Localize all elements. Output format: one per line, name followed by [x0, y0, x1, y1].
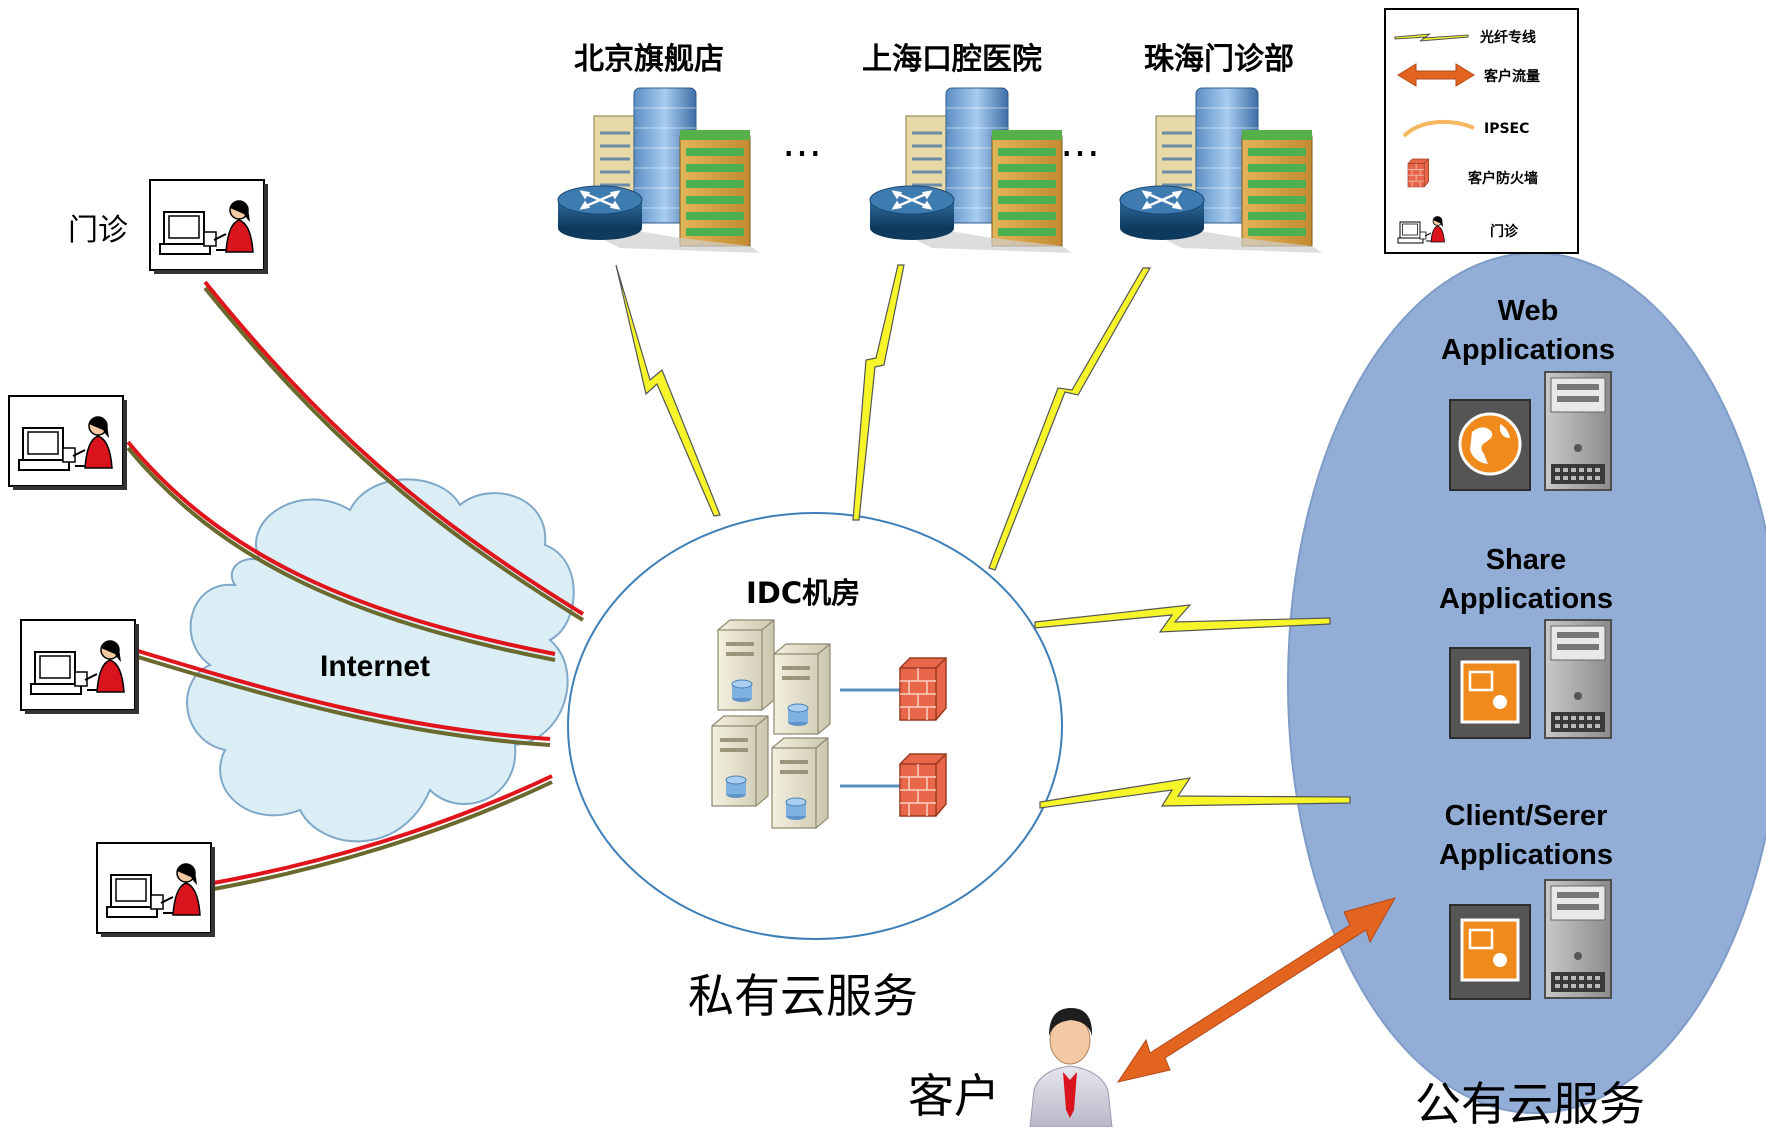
public-cloud-label: 公有云服务 — [1415, 1077, 1645, 1131]
clinic-1 — [149, 179, 268, 274]
legend-label-firewall: 客户防火墙 — [1468, 171, 1538, 187]
ellipsis-2: … — [1060, 120, 1100, 166]
ellipsis-1: … — [782, 120, 822, 166]
firewall-icon — [899, 753, 947, 817]
customer-traffic-arrow — [1116, 897, 1397, 1083]
legend-label-traffic: 客户流量 — [1484, 69, 1540, 85]
customer-label: 客户 — [908, 1069, 1000, 1123]
legend-label-ipsec: IPSEC — [1484, 121, 1530, 137]
app-label-line1: Client/Serer — [1444, 800, 1608, 832]
client-server-applications-label: Client/Serer Applications — [1396, 797, 1656, 875]
web-applications-label: Web Applications — [1398, 292, 1658, 370]
share-applications-label: Share Applications — [1396, 541, 1656, 619]
fiber-links — [615, 264, 1351, 809]
globe-icon — [1458, 412, 1522, 476]
app-label-line2: Applications — [1438, 839, 1613, 871]
clinic-2 — [8, 395, 127, 490]
app-label-line1: Web — [1497, 295, 1559, 327]
site-zhuhai — [1118, 86, 1324, 255]
legend-label-fiber: 光纤专线 — [1480, 30, 1536, 46]
double-arrow-icon — [1397, 63, 1475, 87]
site-shanghai — [868, 86, 1074, 255]
curve-icon — [1402, 119, 1475, 138]
firewall-icon — [899, 657, 947, 721]
site-beijing — [556, 86, 762, 255]
client-app-icons — [1449, 879, 1612, 1000]
site-label-shanghai: 上海口腔医院 — [862, 42, 1042, 77]
site-label-beijing: 北京旗舰店 — [574, 42, 724, 77]
clinic-label: 门诊 — [68, 213, 128, 248]
clinic-4 — [96, 842, 215, 937]
lightning-icon — [1394, 33, 1469, 42]
private-cloud-label: 私有云服务 — [688, 969, 918, 1023]
legend-label-clinic: 门诊 — [1490, 224, 1518, 240]
firewall-icon — [1407, 158, 1430, 188]
customer-icon — [1029, 1008, 1113, 1127]
ipsec-links — [126, 280, 585, 892]
app-label-line2: Applications — [1440, 334, 1615, 366]
web-app-icons — [1449, 371, 1612, 491]
app-label-line1: Share — [1485, 544, 1567, 576]
internet-label: Internet — [320, 650, 431, 683]
idc-servers — [711, 619, 900, 829]
site-label-zhuhai: 珠海门诊部 — [1144, 42, 1294, 77]
share-app-icons — [1449, 619, 1612, 739]
clinic-3 — [20, 619, 139, 714]
app-label-line2: Applications — [1438, 583, 1613, 615]
legend — [1384, 8, 1579, 254]
idc-label: IDC机房 — [746, 576, 861, 610]
